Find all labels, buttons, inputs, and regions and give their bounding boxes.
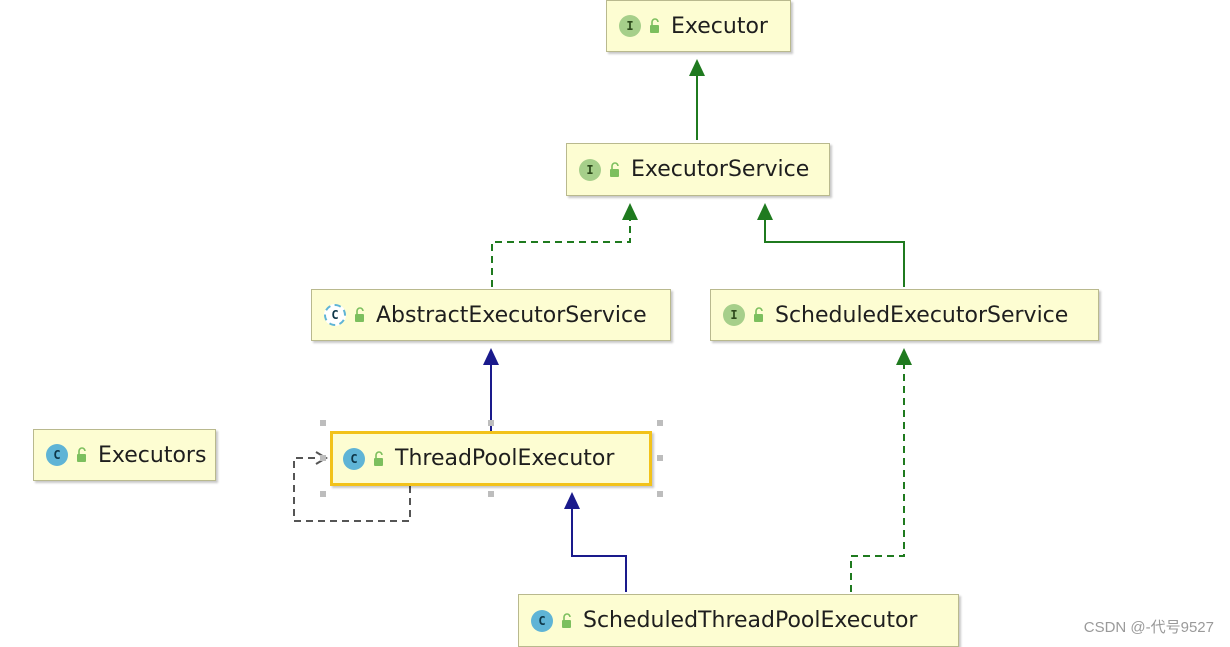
edge-scheduledexecutorservice-executorservice[interactable] [757, 203, 905, 287]
abstract-class-icon: C [324, 304, 346, 326]
selection-handle[interactable] [657, 455, 663, 461]
node-label: ScheduledThreadPoolExecutor [583, 608, 918, 633]
selection-handle[interactable] [320, 420, 326, 426]
node-label: Executors [98, 442, 207, 468]
selection-handle[interactable] [657, 420, 663, 426]
selection-handle[interactable] [657, 491, 663, 497]
interface-icon: I [723, 304, 745, 326]
class-icon: C [46, 444, 68, 466]
selection-handle[interactable] [488, 491, 494, 497]
node-label: Executor [671, 13, 768, 39]
edge-scheduledthreadpoolexecutor-threadpoolexecutor[interactable] [564, 492, 627, 592]
node-label: ScheduledExecutorService [775, 302, 1069, 328]
access-lock-icon [562, 612, 571, 628]
edge-abstractexecutorservice-executorservice[interactable] [491, 203, 638, 287]
node-threadpoolexecutor[interactable]: C ThreadPoolExecutor [330, 431, 652, 486]
access-lock-icon [355, 307, 364, 322]
node-label: ExecutorService [631, 157, 810, 182]
access-lock-icon [610, 161, 619, 177]
edge-scheduledthreadpoolexecutor-scheduledexecutorservice[interactable] [850, 348, 912, 592]
node-label: ThreadPoolExecutor [395, 446, 615, 471]
access-lock-icon [650, 18, 659, 33]
node-label: AbstractExecutorService [376, 302, 647, 328]
node-executors[interactable]: C Executors [33, 429, 216, 481]
selection-handle[interactable] [320, 455, 326, 461]
node-executorservice[interactable]: I ExecutorService [566, 143, 830, 196]
node-executor[interactable]: I Executor [606, 0, 791, 52]
selection-handle[interactable] [488, 420, 494, 426]
watermark: CSDN @-代号9527 [1083, 619, 1214, 636]
node-scheduledexecutorservice[interactable]: I ScheduledExecutorService [710, 289, 1099, 341]
access-lock-icon [374, 450, 383, 466]
access-lock-icon [77, 447, 86, 462]
node-abstractexecutorservice[interactable]: C AbstractExecutorService [311, 289, 671, 341]
class-icon: C [343, 447, 365, 470]
edge-threadpoolexecutor-self[interactable] [293, 451, 411, 522]
access-lock-icon [754, 307, 763, 322]
class-icon: C [531, 609, 553, 632]
interface-icon: I [579, 158, 601, 181]
selection-handle[interactable] [320, 491, 326, 497]
node-scheduledthreadpoolexecutor[interactable]: C ScheduledThreadPoolExecutor [518, 594, 959, 647]
interface-icon: I [619, 15, 641, 37]
